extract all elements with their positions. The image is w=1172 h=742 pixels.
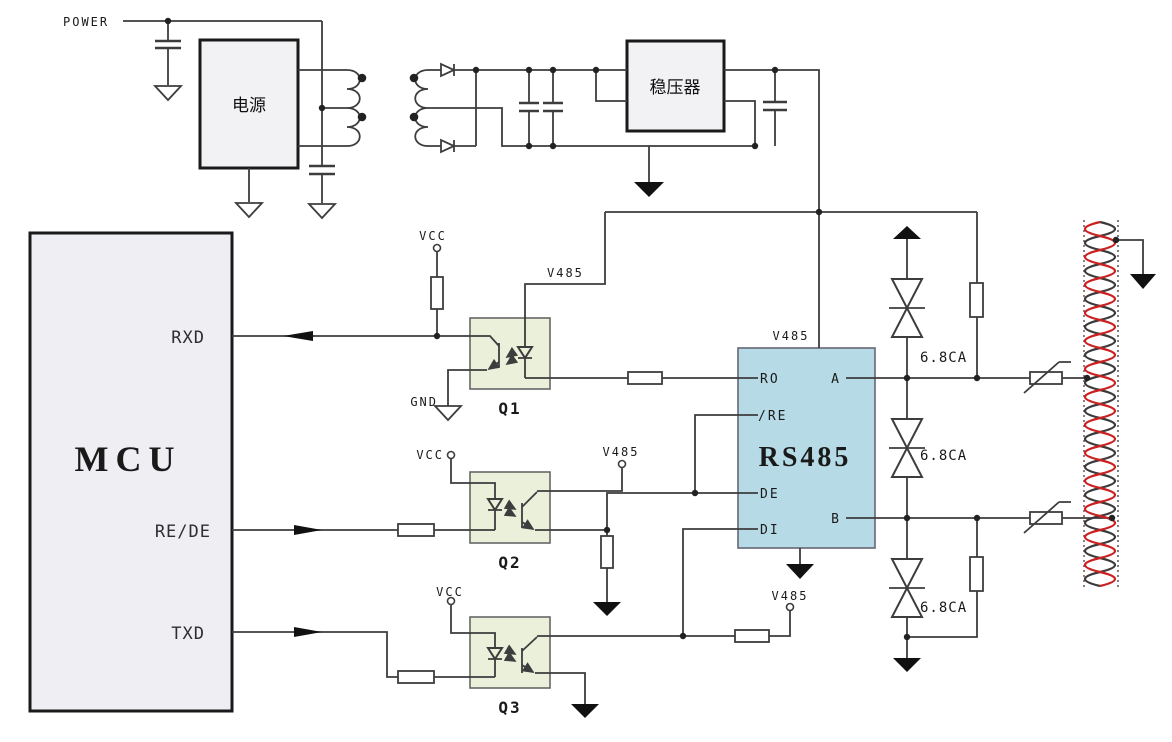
rs485-pin-di-label: DI (760, 523, 780, 538)
vcc-label: VCC (436, 585, 464, 599)
mcu-block (28, 231, 234, 713)
rs485-pin-a-label: A (831, 372, 841, 387)
resistor (397, 523, 435, 537)
signal-ground-icon (593, 602, 621, 616)
led-icon (486, 498, 504, 512)
vcc-label: VCC (416, 448, 444, 462)
tvs-diode-icon (890, 418, 924, 451)
regulator-block (625, 39, 726, 133)
twisted-wire-red (1083, 220, 1117, 588)
tvs-diode-icon (890, 558, 924, 591)
led-icon (486, 647, 504, 661)
transformer-secondary-winding (414, 69, 429, 147)
shield-ground-wire (1116, 239, 1144, 274)
led-icon (516, 346, 534, 360)
v485-terminal-circle (785, 602, 795, 612)
winding-polarity-dot (357, 73, 367, 83)
opto-q3-label: Q3 (498, 698, 521, 717)
winding-polarity-dot (357, 112, 367, 122)
v485-label: V485 (603, 445, 640, 459)
capacitor-plates (519, 100, 787, 113)
ptc-fuse-icon (1023, 361, 1071, 394)
tvs-diode-icon (890, 278, 924, 311)
capacitor-plates (155, 39, 335, 176)
v485-rail-net (524, 211, 978, 378)
power-input-net (123, 20, 347, 203)
arrow-left-icon (283, 331, 313, 341)
phototransistor-emitter-arrow (521, 519, 535, 530)
rs485-transceiver-block (737, 347, 876, 549)
phototransistor-emitter-arrow (487, 358, 501, 371)
tvs-diode-icon (890, 305, 924, 338)
resistor (969, 282, 984, 318)
transformer-primary-winding (346, 69, 361, 147)
power-label: POWER (63, 15, 109, 29)
winding-polarity-dot (409, 112, 419, 122)
junction-dots (164, 17, 1120, 641)
v485-label: V485 (547, 266, 584, 280)
arrow-right-icon (294, 627, 322, 637)
opto-q2-label: Q2 (498, 553, 521, 572)
optocoupler-q1-internals (432, 335, 758, 422)
tvs-diode-icon (890, 585, 924, 618)
tvs-rating-label: 6.8CA (920, 350, 967, 366)
power-supply-block (198, 38, 300, 170)
gnd-label: GND (410, 395, 438, 409)
rs485-pin-de-label: DE (760, 487, 780, 502)
signal-ground-icon (786, 564, 814, 579)
signal-ground-icon (893, 658, 921, 672)
vcc-terminal-circle (432, 243, 442, 253)
ptc-fuse-icon (1023, 501, 1071, 534)
v485-label: V485 (772, 589, 809, 603)
phototransistor-emitter-arrow (521, 662, 535, 673)
mcu-pin-rxd-label: RXD (171, 328, 205, 348)
power-supply-label: 电源 (232, 96, 266, 115)
resistor (627, 371, 663, 385)
tvs-diode-icon (890, 445, 924, 478)
rectifier-diode-icon (440, 62, 457, 78)
v485-label: V485 (773, 329, 810, 343)
earth-grounds (152, 85, 338, 220)
earth-ground-icon (306, 203, 338, 220)
v485-terminal-circle (617, 459, 627, 469)
mcu-pin-txd-label: TXD (171, 624, 205, 644)
resistor (600, 535, 614, 569)
rs485-pin-re-label: /RE (758, 409, 787, 424)
earth-ground-icon (152, 85, 184, 102)
opto-q1-label: Q1 (498, 399, 521, 418)
mcu-pin-rede-label: RE/DE (155, 522, 211, 542)
vcc-label: VCC (419, 229, 447, 243)
up-arrow-icon (893, 226, 921, 239)
optocoupler-q3-internals (446, 528, 795, 718)
rs485-pin-ro-label: RO (760, 372, 780, 387)
rectifier-filter-net (428, 62, 820, 212)
tvs-rating-label: 6.8CA (920, 448, 967, 464)
regulator-label: 稳压器 (650, 78, 701, 97)
mcu-title: MCU (75, 439, 182, 479)
signal-ground-icon (1130, 274, 1156, 289)
vcc-terminal-circle (446, 596, 456, 606)
resistor (430, 276, 444, 310)
rectifier-diode-icon (440, 138, 457, 154)
signal-ground-icon (571, 704, 599, 718)
signal-ground-icon (634, 182, 664, 197)
light-arrow-icon (505, 353, 519, 366)
arrow-right-icon (294, 525, 322, 535)
transformer-icon (346, 69, 429, 147)
tvs-rating-label: 6.8CA (920, 600, 967, 616)
twisted-pair-cable (1083, 220, 1156, 590)
light-arrow-icon (503, 651, 517, 662)
earth-ground-icon (233, 202, 265, 219)
rs485-title: RS485 (759, 442, 852, 473)
vcc-terminal-circle (446, 450, 456, 460)
rs485-pin-b-label: B (831, 512, 841, 527)
mcu-pin-net (232, 243, 470, 684)
earth-ground-icon (432, 405, 464, 422)
light-arrow-icon (503, 506, 517, 517)
resistor (734, 629, 770, 643)
resistor (397, 670, 435, 684)
resistor (969, 556, 984, 592)
winding-polarity-dot (409, 73, 419, 83)
